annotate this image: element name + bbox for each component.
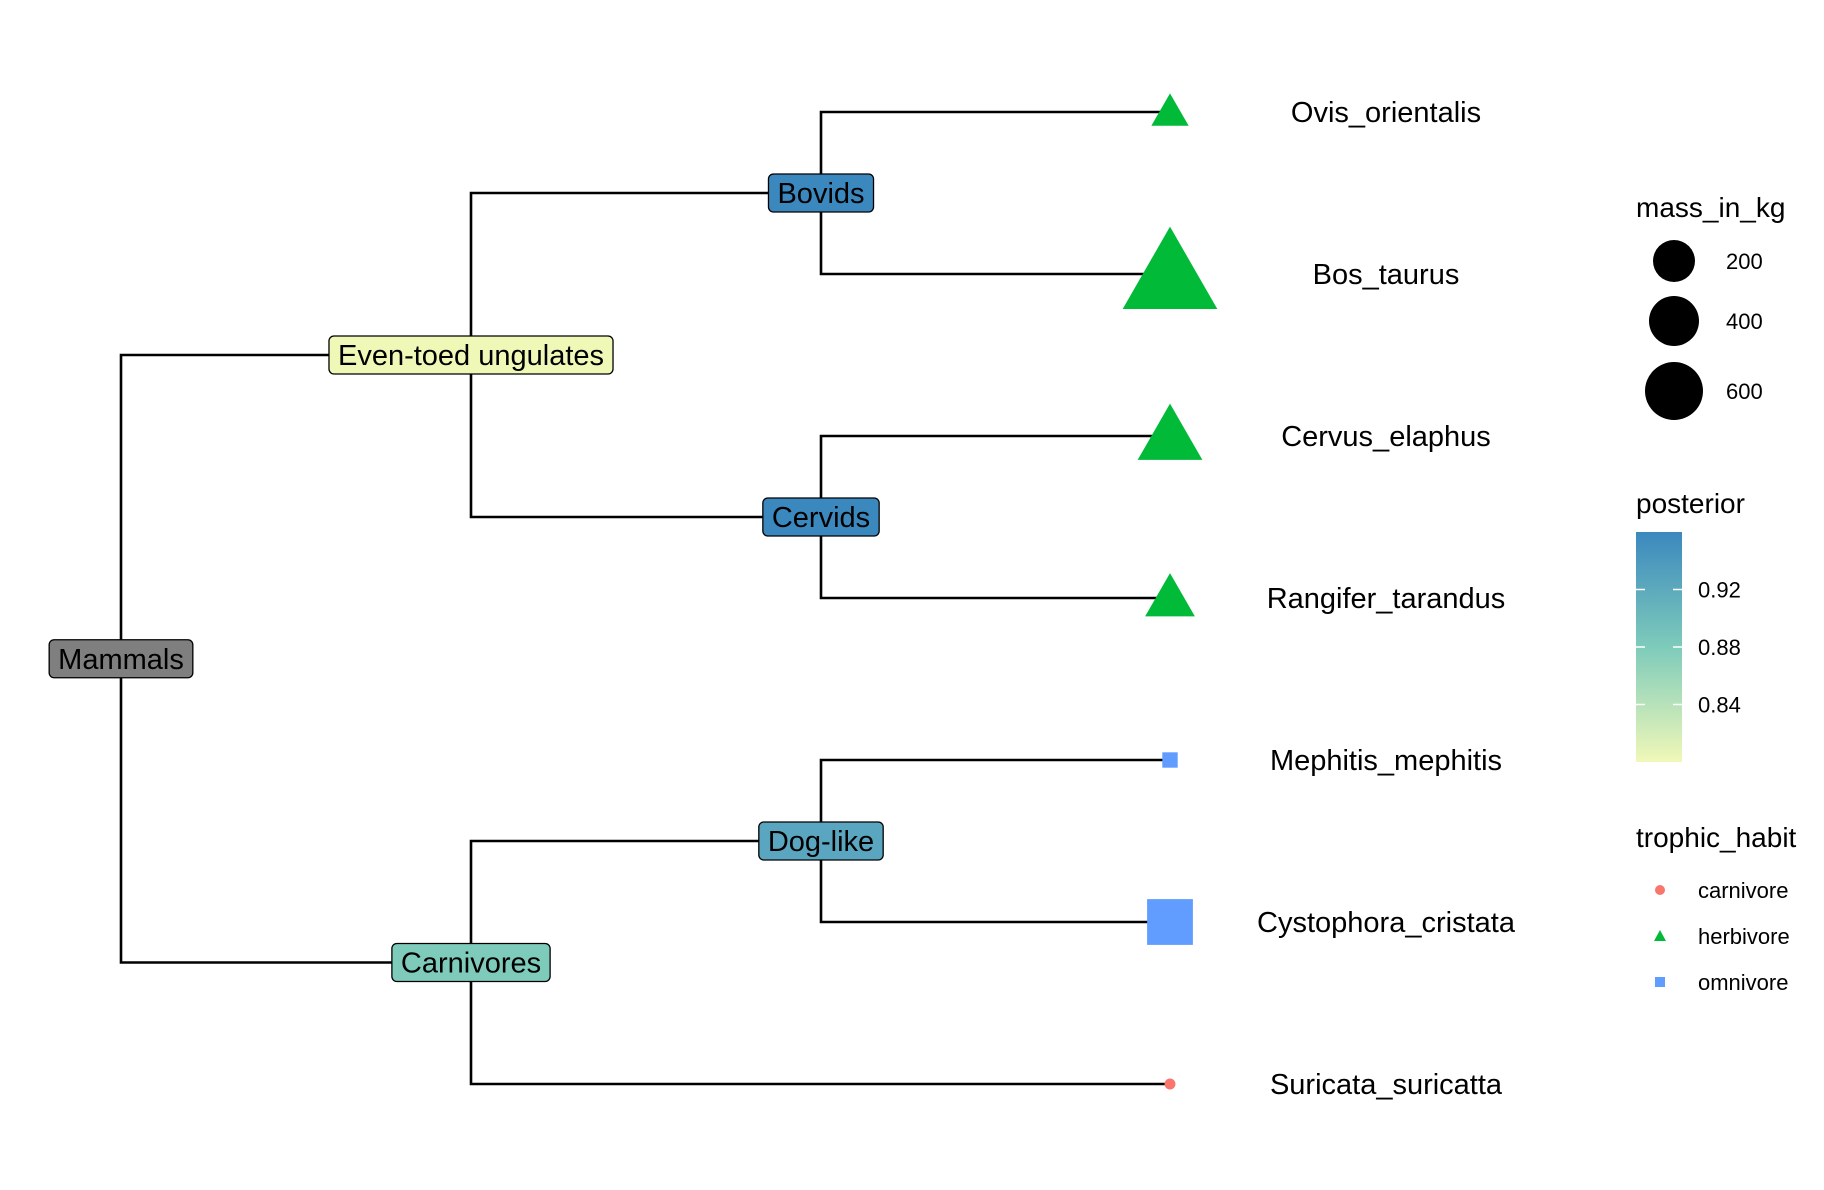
legend-mass-label: 200 [1726, 249, 1763, 274]
tree-edge [469, 191, 821, 355]
legend-title-mass: mass_in_kg [1636, 192, 1785, 223]
svg-text:Bovids: Bovids [777, 178, 864, 210]
tip-label: Mephitis_mephitis [1270, 745, 1502, 777]
svg-text:Cervids: Cervids [772, 502, 870, 534]
tree-edge [819, 193, 1170, 276]
svg-text:Mammals: Mammals [58, 644, 184, 676]
legend-trophic-label: omnivore [1698, 970, 1788, 995]
node-label: Bovids [767, 173, 875, 213]
tip-label: Suricata_suricatta [1270, 1069, 1503, 1101]
svg-text:Even-toed ungulates: Even-toed ungulates [338, 340, 604, 372]
legend-mass-label: 600 [1726, 379, 1763, 404]
node-label: Even-toed ungulates [328, 335, 614, 375]
tip-marker-carnivore [1164, 1078, 1176, 1090]
legend-title-trophic: trophic_habit [1636, 822, 1797, 853]
node-label: Mammals [48, 639, 194, 679]
legend-trophic-herbivore-icon [1654, 930, 1666, 941]
tip-marker-herbivore [1151, 93, 1189, 126]
tip-label: Rangifer_tarandus [1267, 583, 1506, 615]
tree-edge [819, 517, 1170, 600]
legend-mass-label: 400 [1726, 309, 1763, 334]
node-label: Dog-like [758, 821, 884, 861]
legend-title-posterior: posterior [1636, 488, 1745, 519]
legend-posterior-tick: 0.88 [1698, 635, 1741, 660]
tip-label: Bos_taurus [1313, 259, 1460, 291]
legend-mass-circle [1645, 362, 1703, 420]
tree-edge [819, 434, 1170, 517]
node-label: Carnivores [391, 942, 551, 983]
legend-trophic-label: herbivore [1698, 924, 1790, 949]
legend-trophic-label: carnivore [1698, 878, 1788, 903]
tree-edge [469, 962, 1170, 1086]
node-label: Cervids [762, 497, 880, 537]
tip-label: Ovis_orientalis [1291, 97, 1481, 129]
svg-text:Carnivores: Carnivores [401, 948, 541, 980]
legend-trophic-carnivore-icon [1655, 885, 1665, 895]
legend-posterior-tick: 0.84 [1698, 693, 1741, 718]
tree-edge [469, 355, 821, 519]
tree-edge [119, 353, 471, 659]
tree-edge [819, 841, 1170, 924]
tip-label: Cystophora_cristata [1257, 907, 1516, 939]
tip-label: Cervus_elaphus [1281, 421, 1491, 453]
tree-edge [819, 110, 1170, 193]
tip-marker-herbivore [1137, 403, 1203, 460]
tree-edge [469, 839, 821, 963]
tree-edge [119, 658, 471, 964]
tip-marker-herbivore [1122, 226, 1218, 309]
tree-edge [819, 758, 1170, 841]
tip-marker-omnivore [1162, 752, 1178, 768]
tip-marker-omnivore [1147, 899, 1193, 945]
tip-marker-herbivore [1145, 573, 1195, 617]
legend-posterior-tick: 0.92 [1698, 578, 1741, 603]
svg-text:Dog-like: Dog-like [768, 826, 874, 858]
legend-mass-circle [1653, 240, 1695, 282]
legend-mass-circle [1649, 296, 1699, 346]
legend-trophic-omnivore-icon [1655, 977, 1665, 987]
